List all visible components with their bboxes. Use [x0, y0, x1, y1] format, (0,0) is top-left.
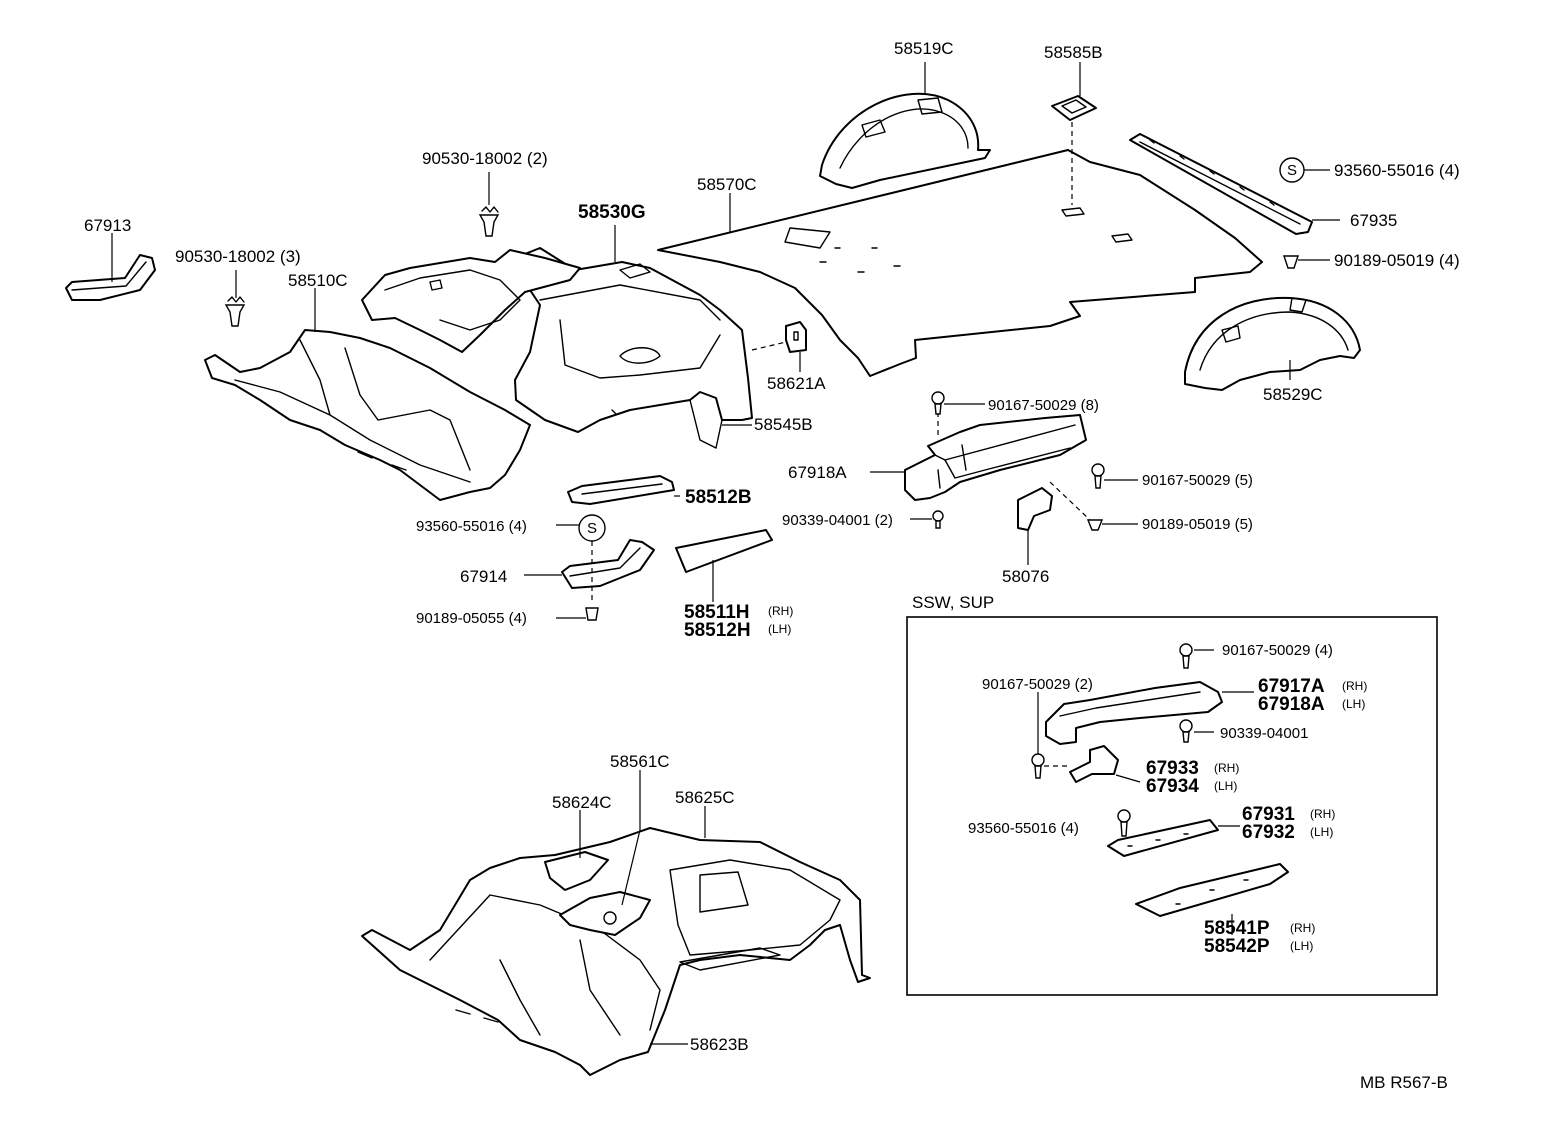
clip-90530-18002-a[interactable] [478, 172, 500, 237]
label-i67917A: 67917A [1258, 676, 1325, 697]
label-i58542P-side: (LH) [1290, 939, 1313, 953]
label-i58542P: 58542P [1204, 936, 1270, 957]
svg-text:S: S [1287, 162, 1297, 179]
rear-floor-mat-58570C[interactable] [657, 149, 1263, 377]
svg-text:S: S [587, 520, 597, 537]
label-i67933: 67933 [1146, 758, 1199, 779]
screw-90167-50029-8[interactable] [931, 391, 945, 415]
diagram-code: MB R567-B [1360, 1073, 1448, 1092]
label-90189-05019-4: 90189-05019 (4) [1334, 251, 1460, 270]
label-58561C: 58561C [610, 752, 670, 771]
label-i67917A-side: (RH) [1342, 679, 1367, 693]
screw-i90167-50029-4[interactable] [1179, 643, 1193, 669]
label-58624C: 58624C [552, 793, 612, 812]
label-93560-55016-b: 93560-55016 (4) [416, 518, 527, 535]
label-i90339-04001: 90339-04001 [1220, 725, 1308, 742]
bracket-67918A[interactable] [904, 412, 1091, 521]
front-floor-carpet-58510C[interactable] [204, 329, 531, 501]
label-58512H-side: (LH) [768, 622, 791, 636]
label-i67932: 67932 [1242, 822, 1295, 843]
floor-plug-58585B[interactable] [1051, 95, 1097, 205]
label-i67932-side: (LH) [1310, 825, 1333, 839]
label-i93560-55016: 93560-55016 (4) [968, 820, 1079, 837]
floor-insulator-58623B[interactable] [361, 827, 871, 1076]
label-i58541P: 58541P [1204, 918, 1270, 939]
label-90530-18002-3: 90530-18002 (3) [175, 247, 301, 266]
clip-90189-05019-4[interactable] [1283, 255, 1299, 269]
label-90189-05019-5: 90189-05019 (5) [1142, 516, 1253, 533]
label-i67918A-side: (LH) [1342, 697, 1365, 711]
label-58625C: 58625C [675, 788, 735, 807]
side-plate-58511H[interactable] [675, 529, 773, 573]
label-58621A: 58621A [767, 374, 826, 393]
clip-90189-05019-5[interactable] [1086, 519, 1104, 531]
label-i67934-side: (LH) [1214, 779, 1237, 793]
screw-i90167-50029-2[interactable] [1031, 753, 1045, 779]
plate-i67931[interactable] [1107, 819, 1219, 857]
bracket-i67917A[interactable] [1045, 681, 1223, 745]
symbol-s-93560-55016[interactable]: S [1279, 157, 1305, 183]
floor-carpet-58530G[interactable] [509, 247, 753, 449]
label-90530-18002-2: 90530-18002 (2) [422, 149, 548, 168]
label-i67918A: 67918A [1258, 694, 1325, 715]
label-93560-55016-a: 93560-55016 (4) [1334, 161, 1460, 180]
label-i67934: 67934 [1146, 776, 1199, 797]
plate-i58541P[interactable] [1135, 863, 1289, 917]
label-67935: 67935 [1350, 211, 1397, 230]
bracket-67913[interactable] [65, 254, 156, 301]
label-58511H-side: (RH) [768, 604, 793, 618]
label-i67931-side: (RH) [1310, 807, 1335, 821]
label-58510C: 58510C [288, 271, 348, 290]
inset-ssw-sup [906, 616, 1438, 996]
label-90167-50029-8: 90167-50029 (8) [988, 397, 1099, 414]
label-90339-04001-2: 90339-04001 (2) [782, 512, 893, 529]
floor-carpet-front-section [361, 249, 581, 353]
label-i90167-50029-4: 90167-50029 (4) [1222, 642, 1333, 659]
label-i67931: 67931 [1242, 804, 1295, 825]
label-58623B: 58623B [690, 1035, 749, 1054]
wheel-house-cover-58529C[interactable] [1184, 296, 1361, 391]
label-58530G: 58530G [578, 202, 646, 223]
label-90167-50029-5: 90167-50029 (5) [1142, 472, 1253, 489]
bracket-58076[interactable] [1017, 487, 1053, 531]
label-67913: 67913 [84, 216, 131, 235]
bracket-58621A[interactable] [751, 321, 807, 353]
label-90189-05055: 90189-05055 (4) [416, 610, 527, 627]
label-58076: 58076 [1002, 567, 1049, 586]
label-58570C: 58570C [697, 175, 757, 194]
label-58511H: 58511H [684, 602, 750, 623]
label-i67933-side: (RH) [1214, 761, 1239, 775]
label-58585B: 58585B [1044, 43, 1103, 62]
screw-90167-50029-5[interactable] [1091, 463, 1105, 489]
bracket-i67933[interactable] [1069, 745, 1119, 783]
label-58529C: 58529C [1263, 385, 1323, 404]
label-58512H: 58512H [684, 620, 751, 641]
label-i58541P-side: (RH) [1290, 921, 1315, 935]
floor-rail-67935[interactable] [1129, 133, 1313, 235]
label-58519C: 58519C [894, 39, 954, 58]
inset-title: SSW, SUP [912, 593, 994, 612]
bracket-67914[interactable]: S [561, 514, 655, 621]
nut-90339-04001-2[interactable] [932, 510, 944, 529]
label-67914: 67914 [460, 567, 507, 586]
insulator-58624C[interactable] [544, 851, 609, 891]
label-67918A: 67918A [788, 463, 847, 482]
plate-58512B[interactable] [567, 475, 675, 505]
leader-lines [111, 62, 1340, 1045]
label-58545B: 58545B [754, 415, 813, 434]
wheel-house-cover-58519C[interactable] [819, 92, 991, 189]
label-i90167-50029-2: 90167-50029 (2) [982, 676, 1093, 693]
screw-i93560-55016[interactable] [1117, 809, 1131, 837]
insulator-58561C[interactable] [559, 891, 651, 936]
label-58512B: 58512B [685, 487, 752, 508]
nut-i90339-04001[interactable] [1179, 719, 1193, 743]
clip-90530-18002-b[interactable] [224, 296, 246, 327]
